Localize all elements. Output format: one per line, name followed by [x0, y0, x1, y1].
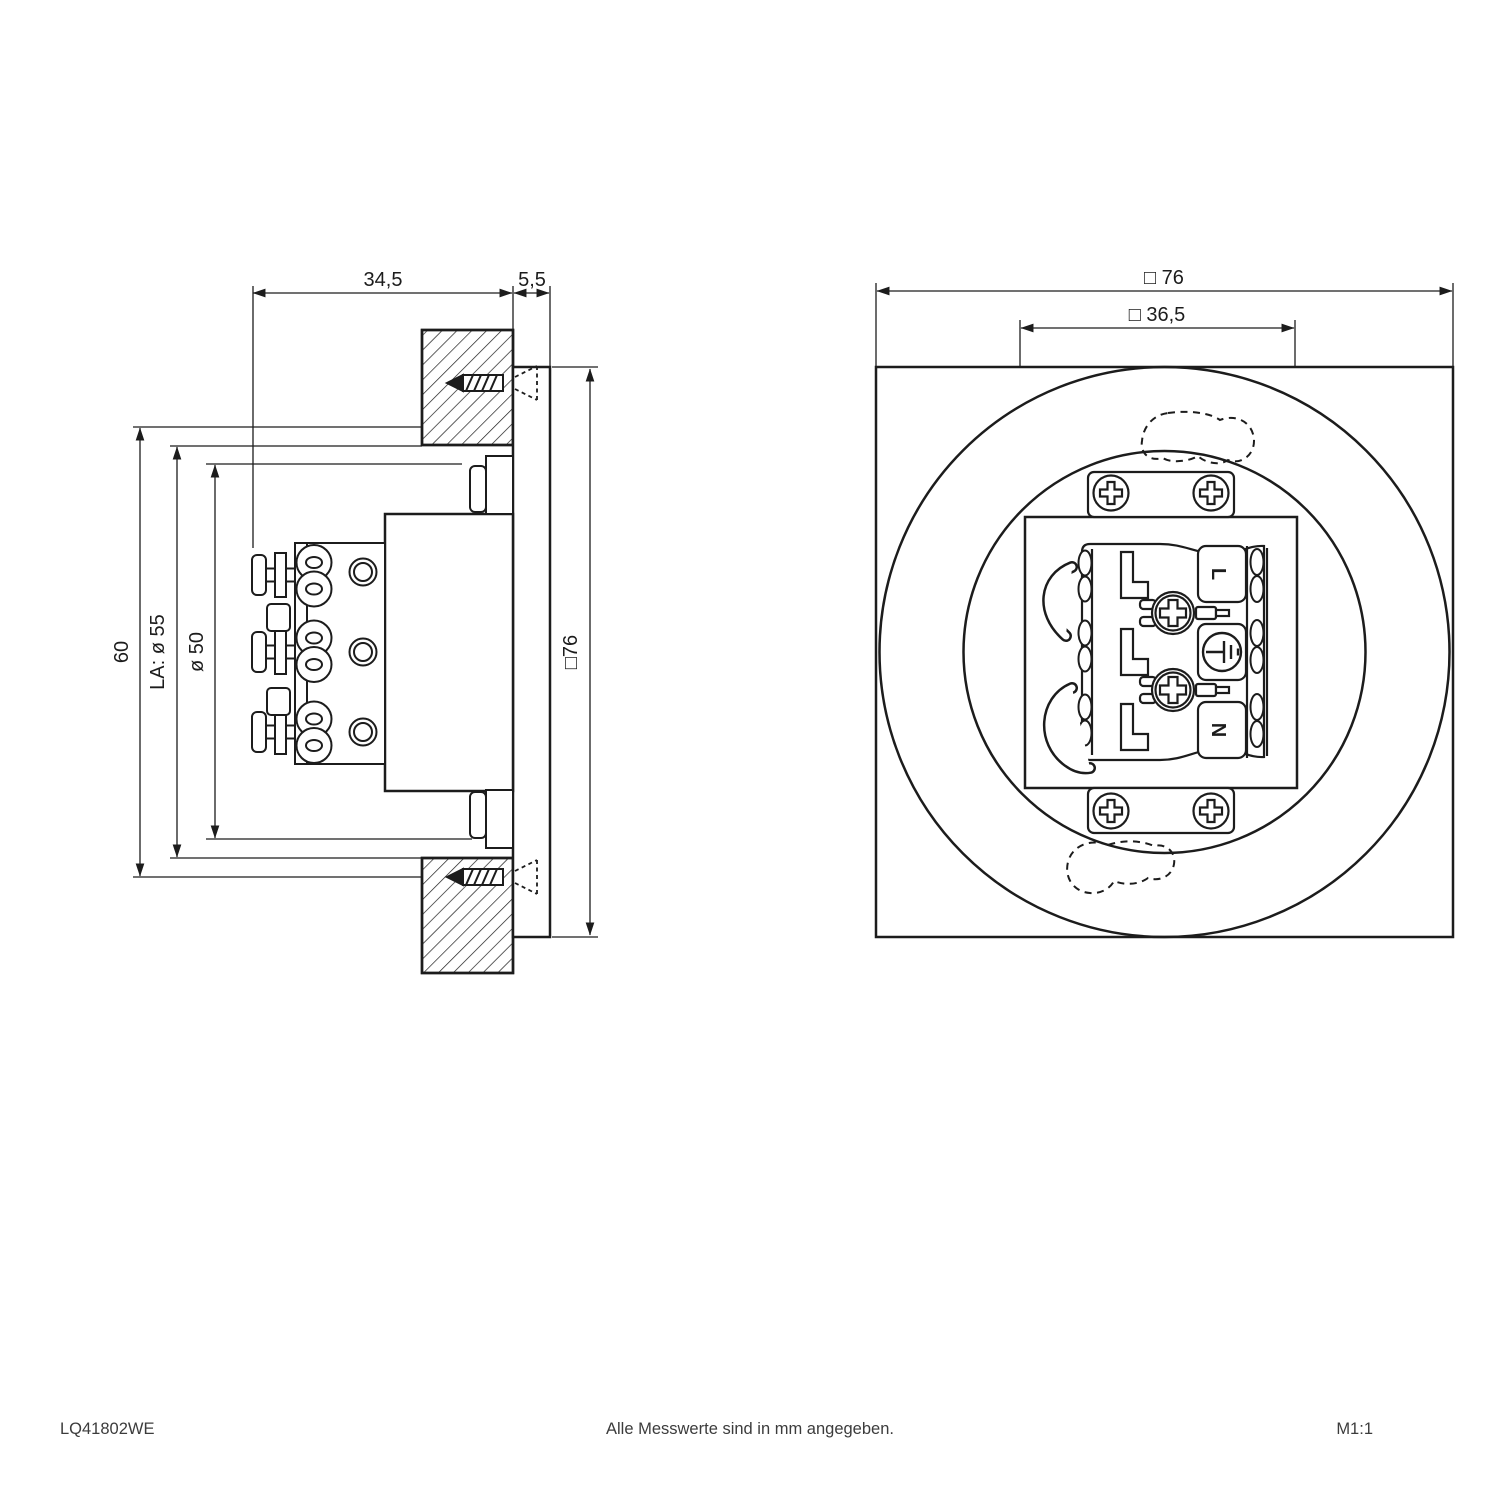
measurement-note: Alle Messwerte sind in mm angegeben.: [606, 1420, 894, 1438]
fixing-bracket-top: [469, 455, 514, 515]
clamp-screw: [251, 629, 296, 675]
dim-outer-square-label: □ 76: [1144, 267, 1184, 289]
wire-entry-rings: [348, 557, 378, 747]
earth-icon: [1201, 631, 1243, 673]
phillips-screw-icon: [1092, 474, 1130, 512]
dim-plate-thickness-label: 5,5: [518, 269, 546, 291]
terminal-connector-block: [1042, 542, 1269, 775]
terminal-contacts: [295, 544, 333, 764]
contact-springs-left: [1077, 549, 1093, 747]
rear-view: L N: [874, 365, 1455, 939]
knockout-marking-bottom: [1066, 840, 1176, 895]
release-lever: [1119, 702, 1150, 752]
clamp-screw: [251, 709, 296, 755]
release-lever: [1119, 627, 1150, 677]
dim-depth-label: 34,5: [364, 269, 403, 291]
rear-view-dimensions: [875, 283, 1454, 366]
dim-inner-square-label: □ 36,5: [1129, 304, 1186, 326]
wire-hook: [1042, 682, 1096, 775]
countersunk-head-hidden: [514, 365, 538, 401]
article-number: LQ41802WE: [60, 1420, 155, 1438]
wire-hook: [1042, 561, 1078, 642]
side-view-dimensions: [133, 286, 598, 938]
terminal-label-live: L: [1207, 568, 1229, 580]
terminal-screw-icon: [1138, 667, 1231, 713]
dim-diameter-label: ø 50: [186, 632, 208, 672]
side-view-dimension-labels: 34,5 5,5 60 LA: ø 55 ø 50 □76: [111, 269, 582, 690]
drawing-scale: M1:1: [1336, 1420, 1373, 1438]
mounting-bracket-bottom: [1086, 786, 1236, 835]
bezel-inner-circle: [962, 449, 1367, 855]
dim-height-label: 60: [111, 641, 133, 663]
release-lever: [1119, 550, 1150, 600]
contact-springs-right: [1249, 548, 1265, 748]
terminal-label-neutral: N: [1207, 723, 1229, 737]
fixing-bracket-bottom: [469, 789, 514, 849]
bezel-outer-circle: [878, 365, 1451, 939]
knockout-marking-top: [1140, 410, 1256, 465]
phillips-screw-icon: [1192, 792, 1230, 830]
phillips-screw-icon: [1192, 474, 1230, 512]
lamp-housing: [383, 512, 515, 793]
dim-square-label: □76: [560, 635, 582, 669]
phillips-screw-icon: [1092, 792, 1130, 830]
side-section-view: [251, 328, 552, 975]
terminal-screw-icon: [1138, 590, 1231, 636]
clamp-screw: [251, 552, 296, 598]
countersunk-head-hidden: [514, 859, 538, 895]
mounting-bracket-top: [1086, 470, 1236, 519]
terminal-block-side: [251, 542, 386, 765]
wood-screw-icon-bottom: [444, 859, 538, 895]
wood-screw-icon-top: [444, 365, 538, 401]
dim-cutout-label: LA: ø 55: [147, 614, 169, 690]
front-plate: [511, 365, 552, 939]
